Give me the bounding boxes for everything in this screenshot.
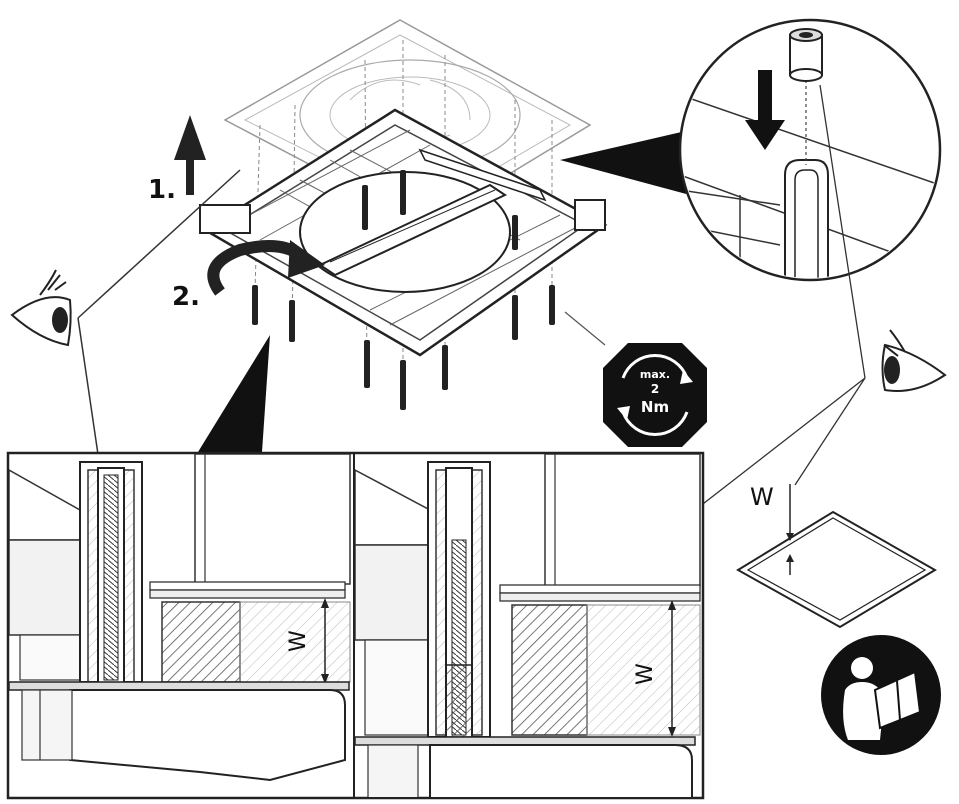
section-left-w-label: W	[286, 630, 311, 652]
torque-pointer	[564, 311, 606, 346]
detail-circle	[678, 18, 942, 282]
ceiling-tile: W	[736, 483, 937, 629]
rotate-arrow-icon	[207, 240, 325, 296]
cross-section-panel: W	[6, 451, 705, 800]
sightline-right-up	[819, 84, 866, 379]
torque-badge: max. 2 Nm	[603, 343, 707, 447]
zoom-wedge-right	[560, 130, 690, 195]
torque-line2: 2	[651, 382, 659, 396]
eye-icon-right	[881, 329, 947, 392]
section-right-w-label: W	[633, 663, 658, 685]
mounting-frame	[199, 108, 608, 357]
read-manual-icon	[821, 635, 941, 755]
sightline-left-up	[77, 169, 241, 319]
tile-w-label: W	[750, 483, 774, 511]
eye-icon-left	[10, 269, 72, 347]
step2-label: 2.	[172, 282, 200, 312]
step1-label: 1.	[148, 175, 176, 205]
section-right: W	[355, 454, 701, 797]
sightline-left-down	[77, 317, 101, 469]
section-left: W	[9, 454, 351, 782]
lift-arrow-icon	[174, 115, 206, 195]
insert-arrow-icon	[745, 70, 785, 150]
torque-line1: max.	[640, 368, 670, 381]
zoom-wedge-bottom	[198, 335, 270, 452]
sightline-right-mid	[794, 377, 866, 486]
screws	[252, 170, 555, 410]
torque-line3: Nm	[641, 398, 669, 416]
